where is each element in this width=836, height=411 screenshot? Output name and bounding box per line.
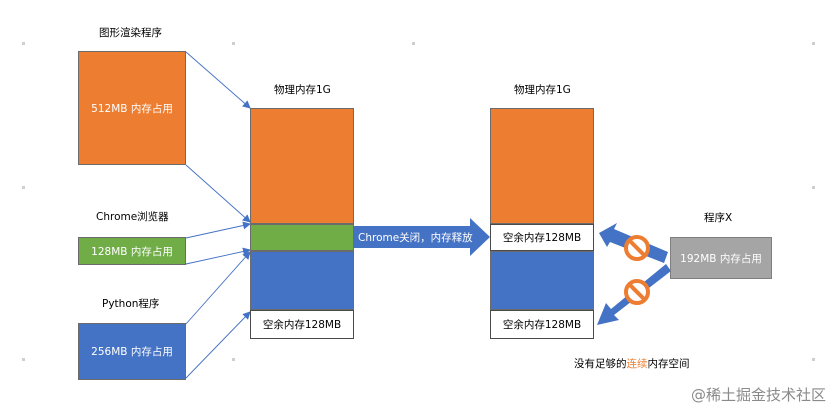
prohibited-icon-lower bbox=[624, 279, 650, 305]
memory-before-blue-block bbox=[250, 251, 354, 310]
warning-prefix: 没有足够的 bbox=[574, 358, 627, 370]
watermark: @稀土掘金技术社区 bbox=[690, 386, 826, 404]
decor-dot bbox=[22, 42, 25, 45]
transition-label: Chrome关闭，内存释放 bbox=[358, 231, 473, 244]
memory-after-free-block-2: 空余内存128MB bbox=[490, 310, 594, 339]
connector-line bbox=[185, 51, 251, 109]
decor-dot bbox=[412, 42, 415, 45]
decor-dot bbox=[22, 186, 25, 189]
memory-after-orange-block bbox=[490, 108, 594, 224]
memory-before-free-block: 空余内存128MB bbox=[250, 310, 354, 339]
connector-line bbox=[185, 311, 251, 379]
connector-line bbox=[185, 221, 251, 239]
memory-after-title: 物理内存1G bbox=[514, 84, 571, 96]
program-x-box: 192MB 内存占用 bbox=[670, 237, 772, 279]
program-x-title: 程序X bbox=[704, 212, 733, 224]
memory-after-free-block-1: 空余内存128MB bbox=[490, 224, 594, 251]
python-program-title: Python程序 bbox=[102, 298, 160, 310]
memory-before-orange-block bbox=[250, 108, 354, 224]
decor-dot bbox=[232, 358, 235, 361]
prohibited-icon-upper bbox=[624, 235, 650, 261]
memory-after-blue-block bbox=[490, 251, 594, 310]
connector-line bbox=[185, 247, 251, 265]
decor-dot bbox=[812, 358, 815, 361]
chrome-memory-box: 128MB 内存占用 bbox=[78, 237, 186, 265]
python-memory-box: 256MB 内存占用 bbox=[78, 323, 186, 380]
transition-arrow bbox=[354, 218, 490, 256]
memory-before-green-block bbox=[250, 224, 354, 251]
warning-highlight: 连续 bbox=[626, 358, 648, 370]
graphics-program-title: 图形渲染程序 bbox=[99, 27, 162, 39]
decor-dot bbox=[232, 42, 235, 45]
decor-dot bbox=[812, 186, 815, 189]
graphics-memory-box: 512MB 内存占用 bbox=[78, 51, 186, 165]
warning-suffix: 内存空间 bbox=[647, 358, 690, 370]
warning-text: 没有足够的连续内存空间 bbox=[574, 356, 690, 371]
connector-line bbox=[185, 251, 251, 325]
decor-dot bbox=[812, 42, 815, 45]
chrome-program-title: Chrome浏览器 bbox=[96, 211, 169, 223]
memory-before-title: 物理内存1G bbox=[274, 84, 331, 96]
decor-dot bbox=[22, 358, 25, 361]
connector-line bbox=[185, 164, 251, 223]
